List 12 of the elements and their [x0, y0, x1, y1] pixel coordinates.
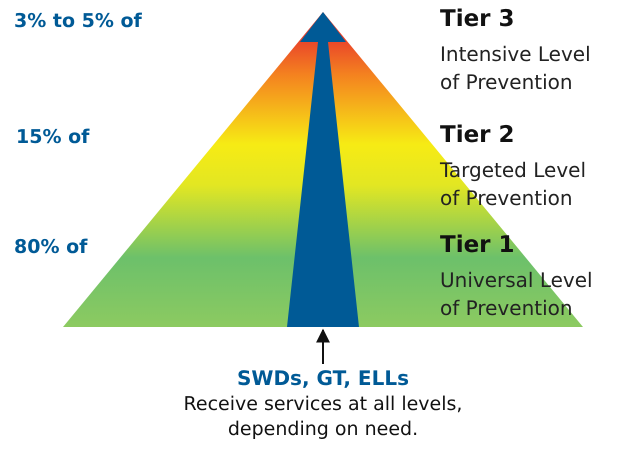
- tier-heading: Tier 3: [440, 6, 515, 32]
- center-band: [287, 12, 359, 327]
- percentage-label: 80% of: [14, 236, 88, 258]
- tier-description: Intensive Level of Prevention: [440, 41, 592, 96]
- tier-description: Universal Level of Prevention: [440, 267, 594, 322]
- arrow: [316, 328, 330, 364]
- tier-heading: Tier 1: [440, 232, 515, 258]
- percentage-label: 15% of: [16, 126, 90, 148]
- group-heading: SWDs, GT, ELLs: [236, 366, 409, 390]
- percentage-label: 3% to 5% of: [14, 10, 142, 32]
- description-text: Receive services at all levels, depending on need.: [182, 392, 464, 442]
- tier-heading: Tier 2: [440, 122, 515, 148]
